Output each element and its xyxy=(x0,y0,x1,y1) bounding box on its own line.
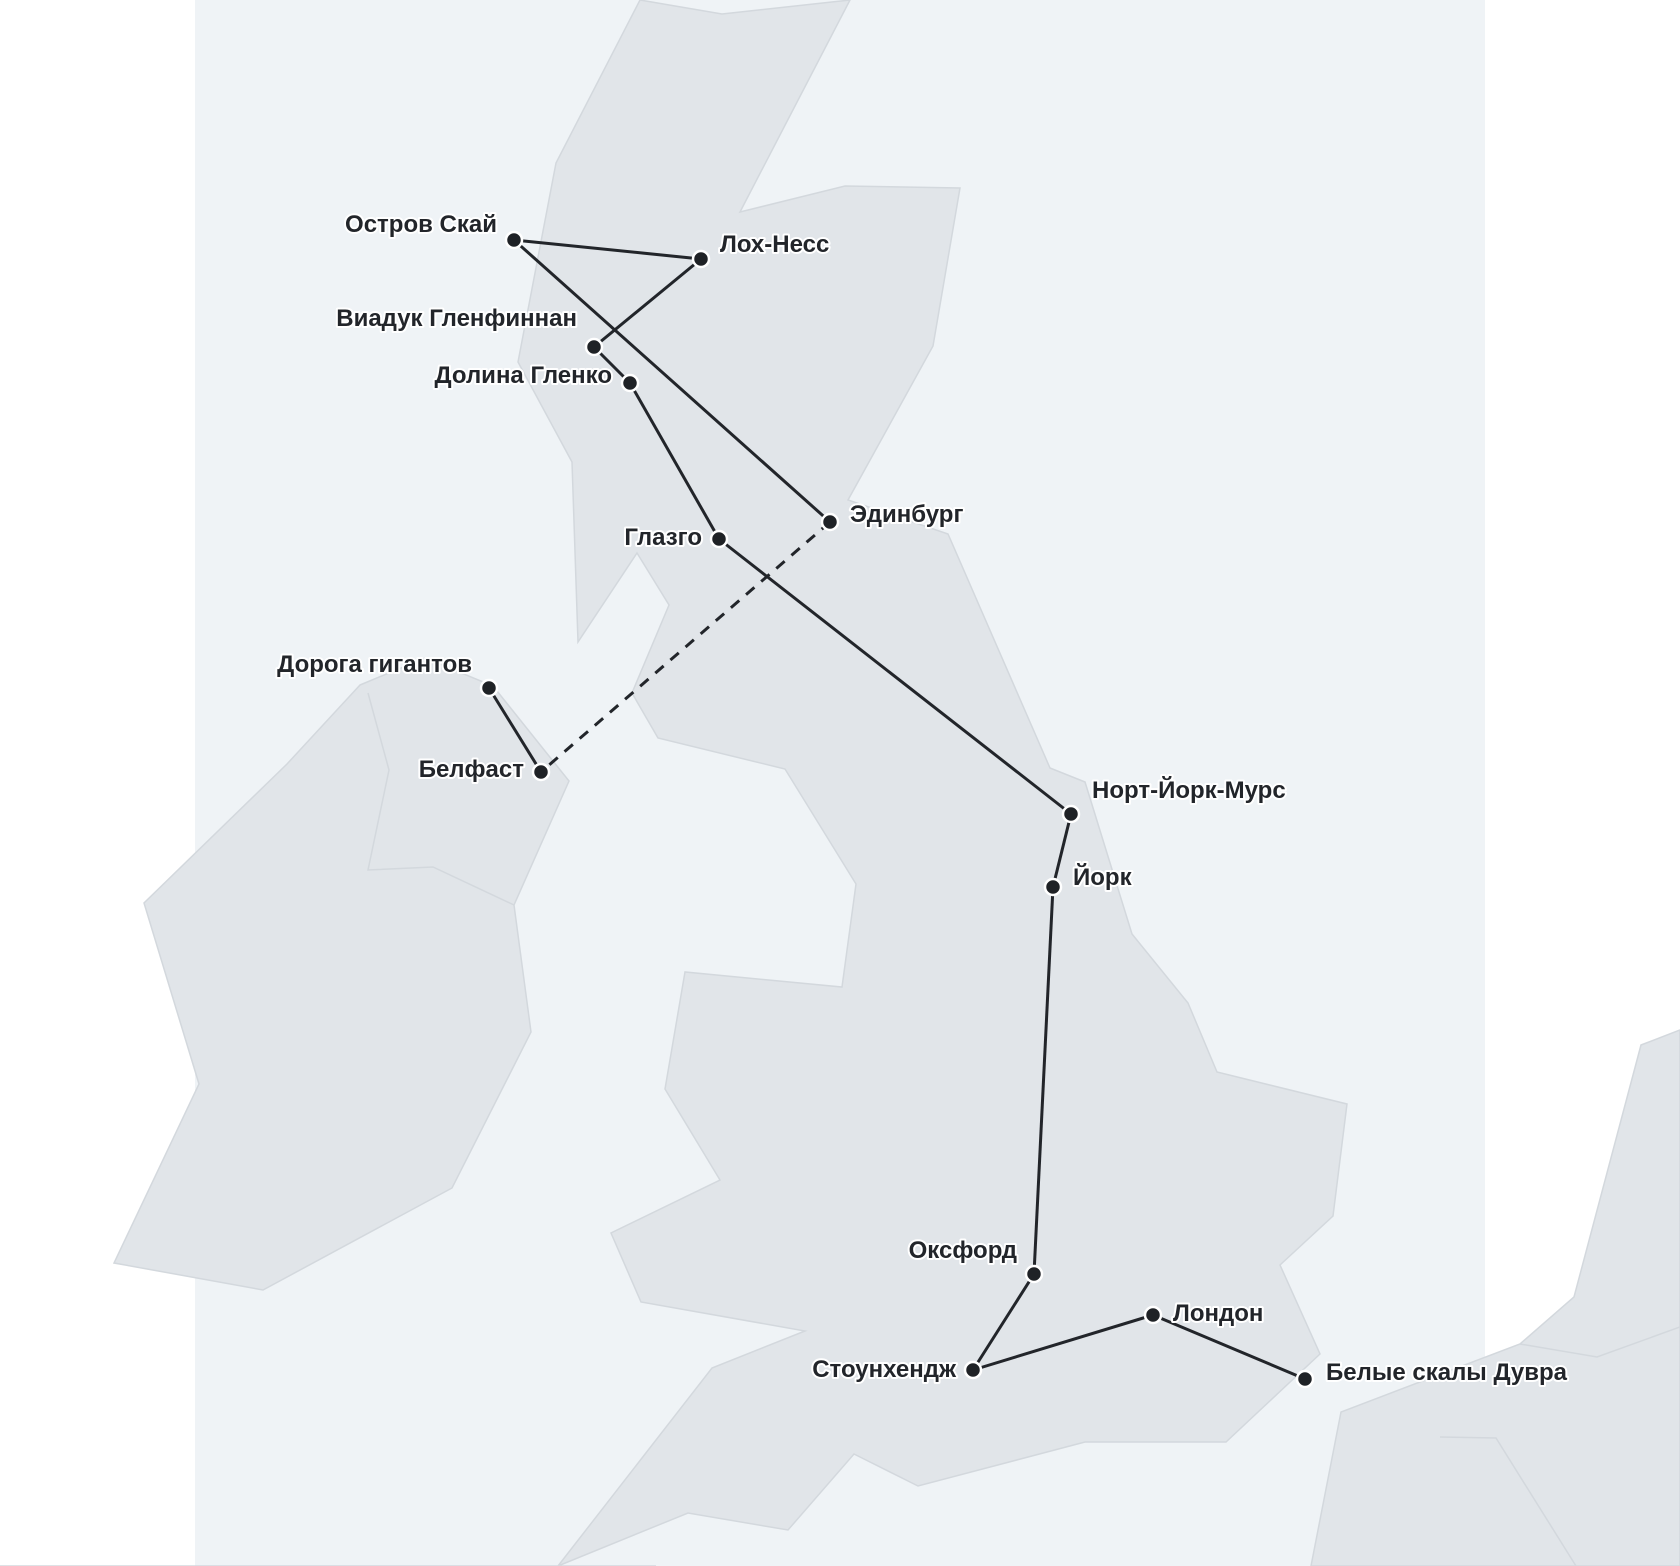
place-marker-belfast[interactable] xyxy=(531,762,551,782)
route-skye-edinburgh xyxy=(513,238,831,524)
place-label-giants[interactable]: Дорога гигантов xyxy=(275,649,474,680)
route-northyork-york xyxy=(1051,813,1073,888)
place-marker-glasgow[interactable] xyxy=(709,529,729,549)
place-marker-giants[interactable] xyxy=(479,678,499,698)
place-label-northyork[interactable]: Норт-Йорк-Мурс xyxy=(1090,774,1288,806)
place-marker-lochness[interactable] xyxy=(691,249,711,269)
place-marker-london[interactable] xyxy=(1143,1305,1163,1325)
place-label-edinburgh[interactable]: Эдинбург xyxy=(848,499,965,530)
place-label-dover[interactable]: Белые скалы Дувра xyxy=(1324,1357,1570,1388)
route-glencoe-glasgow xyxy=(628,382,721,540)
place-label-oxford[interactable]: Оксфорд xyxy=(907,1235,1019,1266)
place-label-belfast[interactable]: Белфаст xyxy=(417,754,527,785)
route-lochness-glenfinnan xyxy=(593,257,702,349)
place-label-glasgow[interactable]: Глазго xyxy=(622,522,704,553)
place-marker-dover[interactable] xyxy=(1295,1369,1315,1389)
place-label-london[interactable]: Лондон xyxy=(1171,1298,1265,1329)
route-belfast-giants xyxy=(487,687,543,773)
border-line xyxy=(1439,1436,1577,1566)
place-marker-oxford[interactable] xyxy=(1024,1264,1044,1284)
place-marker-glencoe[interactable] xyxy=(620,373,640,393)
place-marker-skye[interactable] xyxy=(504,230,524,250)
route-skye-lochness xyxy=(513,238,702,261)
route-york-oxford xyxy=(1032,886,1055,1275)
place-label-glenfinnan[interactable]: Виадук Гленфиннан xyxy=(334,303,579,334)
place-marker-york[interactable] xyxy=(1043,877,1063,897)
landmass-great-britain xyxy=(0,0,1348,1566)
place-label-lochness[interactable]: Лох-Несс xyxy=(718,229,831,260)
route-oxford-stonehenge xyxy=(971,1273,1036,1371)
landmass-continent xyxy=(1310,1029,1680,1566)
place-label-york[interactable]: Йорк xyxy=(1071,861,1135,893)
border-line xyxy=(1519,1326,1680,1358)
route-glasgow-northyork xyxy=(718,537,1072,816)
place-label-stonehenge[interactable]: Стоунхендж xyxy=(810,1354,959,1385)
route-london-dover xyxy=(1152,1313,1306,1381)
route-edinburgh-belfast xyxy=(540,520,831,774)
place-marker-glenfinnan[interactable] xyxy=(584,337,604,357)
place-marker-northyork[interactable] xyxy=(1061,804,1081,824)
border-line xyxy=(367,692,515,906)
markers-layer xyxy=(479,230,1315,1389)
place-label-skye[interactable]: Остров Скай xyxy=(343,209,499,240)
routes-layer xyxy=(487,238,1306,1381)
place-marker-stonehenge[interactable] xyxy=(963,1360,983,1380)
place-label-glencoe[interactable]: Долина Гленко xyxy=(432,360,614,391)
place-marker-edinburgh[interactable] xyxy=(820,512,840,532)
route-stonehenge-london xyxy=(972,1313,1154,1372)
